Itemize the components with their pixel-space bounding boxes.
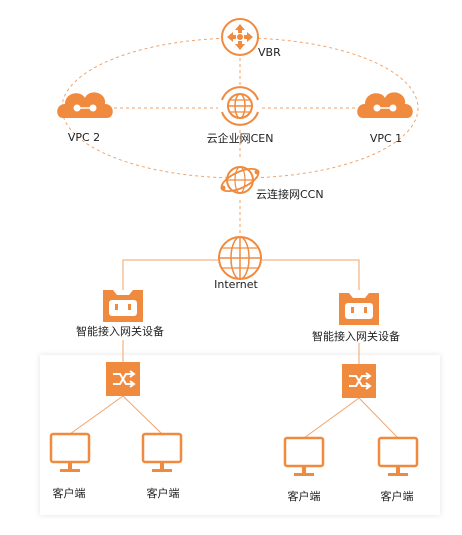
vbr-router-icon [221, 18, 259, 56]
switch-left-icon [106, 362, 140, 396]
client-2-label: 客户端 [146, 487, 180, 500]
link-switch-client-4 [358, 397, 399, 439]
client-3-label: 客户端 [287, 490, 321, 503]
internet-label: Internet [214, 278, 258, 291]
switch-right-icon [342, 364, 376, 398]
client-4-monitor-icon [377, 436, 419, 476]
cen-label: 云企业网CEN [206, 132, 274, 145]
gateway-left-label: 智能接入网关设备 [76, 325, 164, 338]
client-4-label: 客户端 [380, 490, 414, 503]
internet-globe-icon [218, 236, 262, 280]
link-switch-client-1 [69, 395, 124, 435]
ccn-label: 云连接网CCN [256, 188, 324, 201]
client-3-monitor-icon [283, 436, 325, 476]
smart-gateway-right-icon [339, 293, 379, 325]
cen-globe-icon [221, 86, 259, 126]
link-switch-client-2 [122, 395, 163, 435]
gateway-right-label: 智能接入网关设备 [312, 330, 400, 343]
vpc1-cloud-icon [357, 92, 413, 118]
link-switch-client-3 [303, 397, 360, 439]
client-2-monitor-icon [141, 432, 183, 472]
ccn-orbit-globe-icon [220, 166, 260, 194]
vbr-label: VBR [258, 46, 281, 59]
smart-gateway-left-icon [103, 290, 143, 322]
vpc2-label: VPC 2 [67, 131, 101, 144]
vpc1-label: VPC 1 [369, 132, 403, 145]
link-internet-gateway-right [262, 259, 360, 290]
vpc2-cloud-icon [57, 92, 113, 118]
link-internet-gateway-left [122, 259, 218, 290]
client-1-label: 客户端 [52, 487, 86, 500]
client-1-monitor-icon [49, 432, 91, 472]
